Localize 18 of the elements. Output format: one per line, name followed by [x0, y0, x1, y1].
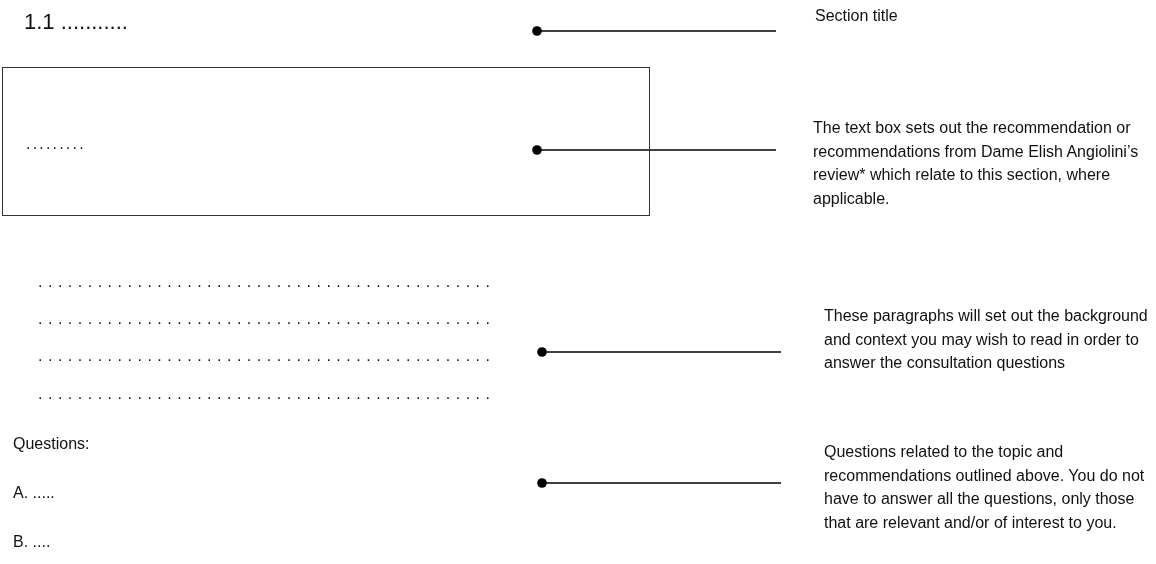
dotted-line: .............................................. [38, 384, 496, 404]
annotation-text: Questions related to the topic and recommendations outlined above. You do not have to answer all the questions, only those that are relevant and/or of interest to you. [824, 442, 1146, 533]
section-number: 1.1 ........... [24, 12, 128, 32]
annotation-text: These paragraphs will set out the background and context you may wish to read in order to answer the consultation questions [824, 306, 1149, 373]
annotation-text: The text box sets out the recommendation or recommendations from Dame Elish Angiolini’s review* which relate to this section, where applicable. [813, 118, 1140, 209]
dotted-line: .............................................. [38, 346, 496, 366]
leader-line [532, 145, 777, 155]
leader-line [532, 26, 777, 36]
leader-line [537, 478, 782, 488]
placeholder-dots: ......... [26, 134, 87, 154]
annotation-text: Section title [815, 6, 899, 26]
leader-line [537, 347, 782, 357]
question-item: A. ..... [13, 483, 55, 503]
questions-heading: Questions: [13, 434, 90, 454]
dotted-line: .............................................. [38, 272, 496, 292]
text-box [2, 67, 650, 216]
dotted-line: .............................................. [38, 309, 496, 329]
question-item: B. .... [13, 532, 51, 552]
